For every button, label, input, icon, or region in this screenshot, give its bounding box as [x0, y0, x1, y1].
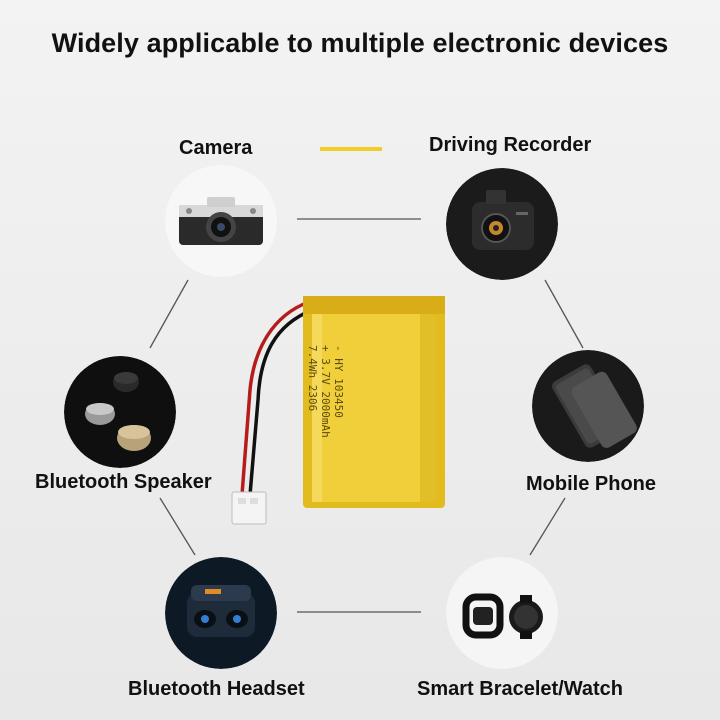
- camera-label: Camera: [179, 137, 253, 159]
- driving-recorder-label: Driving Recorder: [429, 134, 592, 156]
- smart-bracelet-watch-label: Smart Bracelet/Watch: [417, 678, 623, 700]
- battery-line-3: 7.4Wh 2306: [306, 345, 319, 412]
- bluetooth-speaker-label: Bluetooth Speaker: [35, 471, 212, 493]
- earbuds-icon: [165, 557, 277, 669]
- mobile-phone-label: Mobile Phone: [526, 473, 656, 495]
- lipo-battery-image: [230, 280, 460, 530]
- bluetooth-headset-label: Bluetooth Headset: [128, 678, 305, 700]
- battery-line-2: + 3.7V 2000mAh: [319, 345, 332, 438]
- battery-label-text: - HY 103450 + 3.7V 2000mAh 7.4Wh 2306: [306, 345, 345, 485]
- watch-icon: [446, 557, 558, 669]
- page-title: Widely applicable to multiple electronic…: [51, 28, 669, 58]
- dashcam-icon: [446, 168, 558, 280]
- accent-divider: [320, 147, 382, 151]
- phone-icon: [532, 350, 644, 462]
- battery-line-1: - HY 103450: [332, 345, 345, 418]
- camera-icon: [165, 165, 277, 277]
- speaker-icon: [64, 356, 176, 468]
